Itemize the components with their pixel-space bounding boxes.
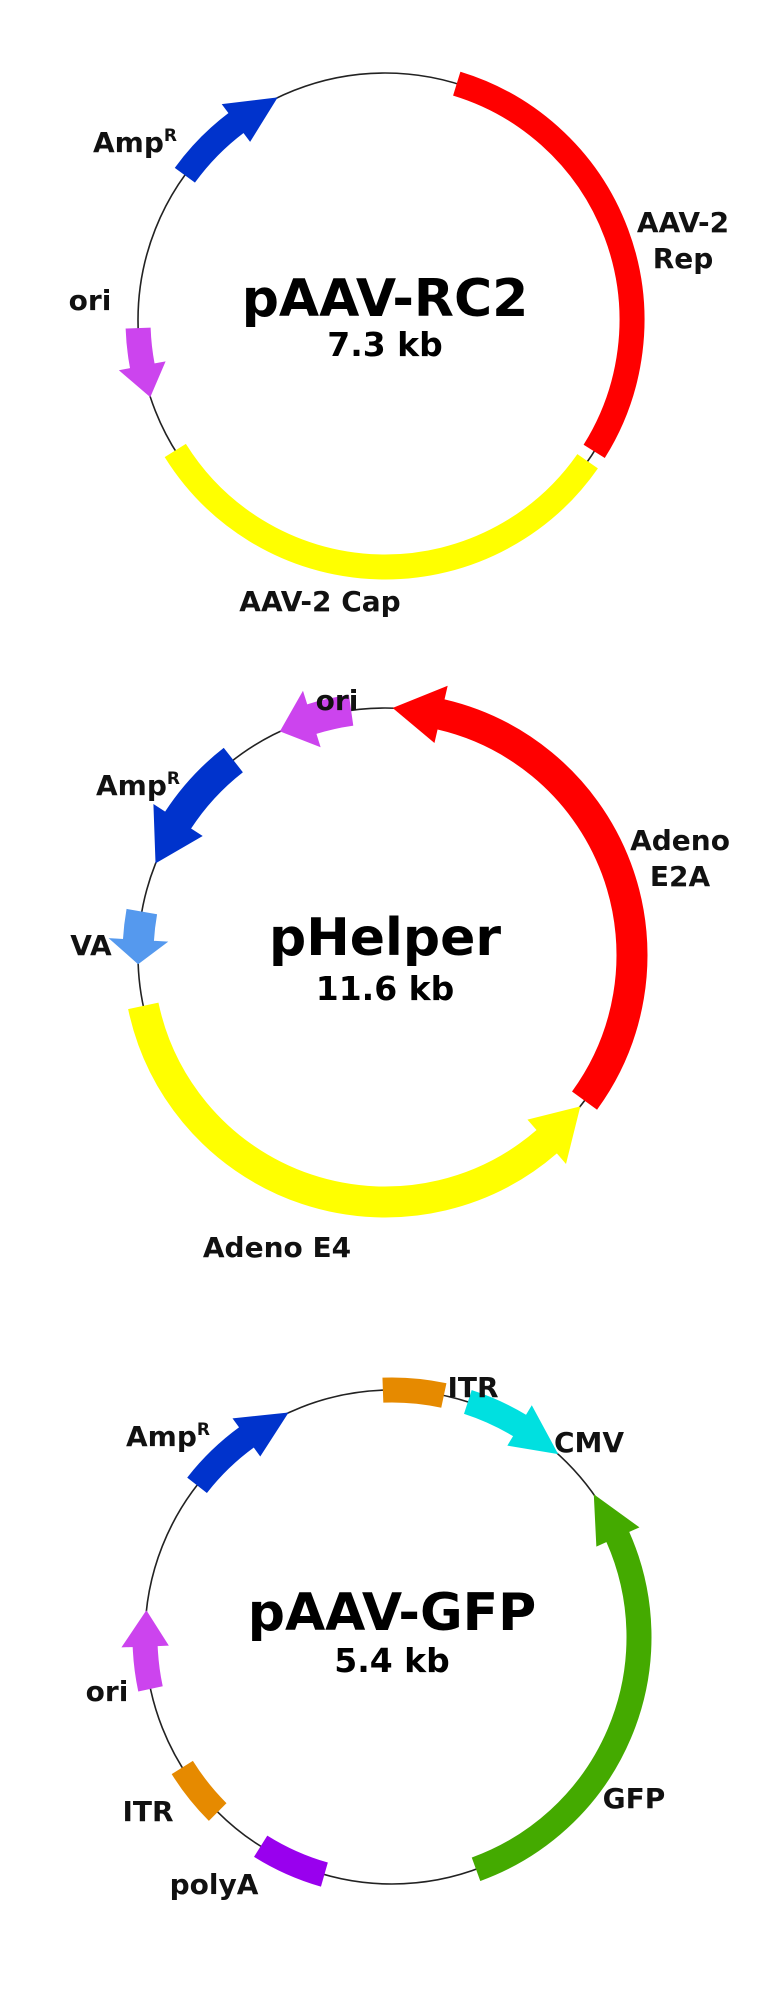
feature-adeno-e4 — [128, 1002, 581, 1218]
feature-ampr — [174, 97, 278, 183]
label-itr: ITR — [122, 1795, 173, 1828]
label-va: VA — [70, 929, 112, 962]
feature-aav2-rep — [453, 71, 645, 458]
label-aav2-cap: AAV-2 Cap — [239, 585, 400, 618]
feature-cmv — [463, 1390, 559, 1455]
label-aav2-rep-line1: AAV-2 — [637, 206, 729, 239]
label-aav2-rep-line2: Rep — [653, 242, 714, 275]
plasmid-name: pHelper — [269, 908, 501, 968]
feature-polya — [254, 1835, 328, 1887]
feature-va — [108, 908, 169, 965]
feature-ori — [121, 1610, 169, 1692]
feature-itr — [171, 1760, 227, 1821]
plasmid-pAAV-RC2: pAAV-RC2 7.3 kb AAV-2 Rep AAV-2 Cap ori … — [69, 71, 729, 618]
plasmid-size: 5.4 kb — [334, 1641, 450, 1680]
plasmid-size: 7.3 kb — [327, 325, 443, 364]
feature-gfp — [471, 1494, 652, 1882]
feature-adeno-e2a — [392, 685, 648, 1110]
feature-ampr — [187, 1412, 289, 1494]
label-adeno-e4: Adeno E4 — [203, 1231, 351, 1264]
label-ampr: AmpR — [126, 1420, 210, 1453]
plasmid-pHelper: pHelper 11.6 kb Adeno E2A Adeno E4 ori A… — [70, 684, 730, 1264]
feature-itr — [382, 1377, 447, 1408]
label-polya: polyA — [170, 1868, 259, 1901]
label-ori: ori — [69, 284, 112, 317]
label-ori: ori — [316, 684, 359, 717]
feature-ori — [279, 690, 354, 748]
plasmid-name: pAAV-RC2 — [242, 269, 529, 329]
plasmid-pAAV-GFP: pAAV-GFP 5.4 kb ITR CMV GFP polyA ITR or… — [86, 1371, 666, 1901]
label-ampr: AmpR — [93, 126, 177, 159]
feature-ampr — [153, 747, 243, 864]
label-cmv: CMV — [554, 1426, 624, 1459]
plasmid-name: pAAV-GFP — [248, 1583, 537, 1643]
label-ori: ori — [86, 1675, 129, 1708]
plasmid-size: 11.6 kb — [316, 969, 454, 1008]
label-adeno-e2a-line2: E2A — [650, 860, 711, 893]
label-adeno-e2a-line1: Adeno — [630, 824, 730, 857]
label-ampr: AmpR — [96, 769, 180, 802]
feature-ori — [118, 327, 166, 398]
feature-aav2-cap — [164, 443, 598, 580]
label-gfp: GFP — [603, 1782, 666, 1815]
label-itr: ITR — [447, 1371, 498, 1404]
